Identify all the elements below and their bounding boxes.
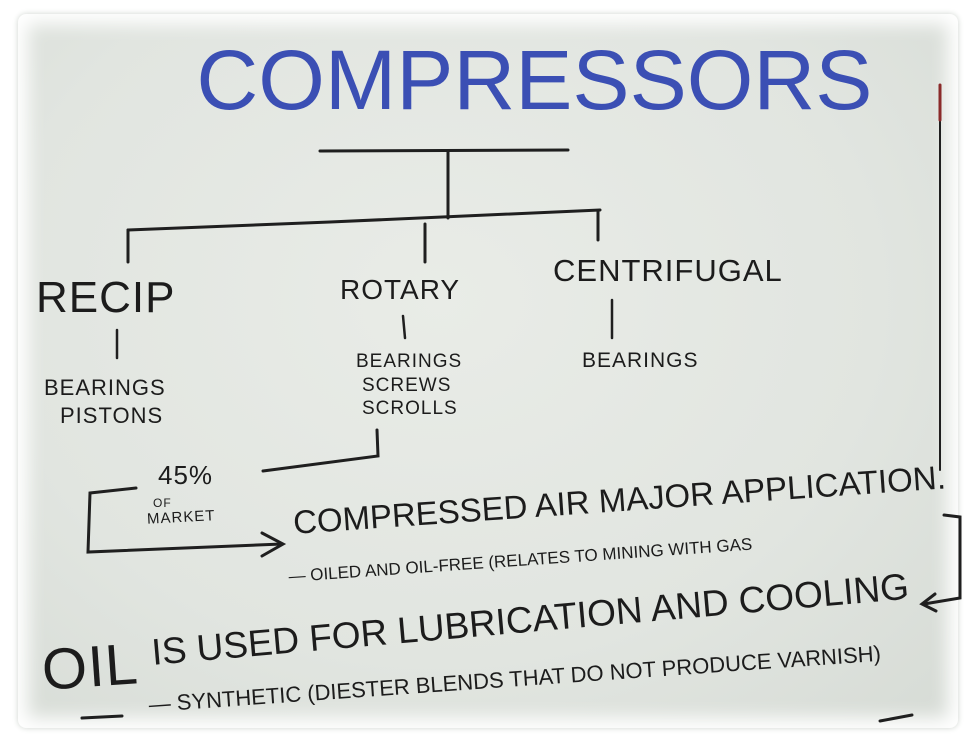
underline-dash [80, 714, 124, 720]
market-bracket-arrow [86, 486, 284, 554]
page-title: COMPRESSORS [196, 33, 873, 127]
arrowhead [919, 592, 938, 613]
market-share-caption: MARKET [146, 507, 216, 528]
market-share-value: 45% [158, 460, 214, 490]
oil-lead: OIL [39, 631, 141, 703]
market-share-caption: OF [153, 496, 172, 510]
recip-item: PISTONS [60, 403, 164, 428]
rotary-item: SCREWS [362, 375, 452, 396]
branch-rotary-label: ROTARY [340, 274, 461, 305]
rotary-item: SCROLLS [362, 398, 458, 419]
tree-top-bar [318, 148, 570, 153]
rotary-item: BEARINGS [356, 351, 463, 372]
right-bracket-arrow [922, 513, 962, 606]
centrifugal-item: BEARINGS [582, 349, 699, 372]
rotary-stem [401, 314, 407, 340]
tree-branch-bar [126, 208, 602, 232]
branch-centrifugal-label: CENTRIFUGAL [553, 253, 783, 288]
arrowhead [260, 531, 287, 558]
rotary-to-market-line [261, 428, 380, 473]
whiteboard [18, 14, 958, 728]
stray-mark [878, 713, 914, 723]
recip-item: BEARINGS [44, 375, 166, 400]
branch-recip-label: RECIP [36, 273, 176, 322]
